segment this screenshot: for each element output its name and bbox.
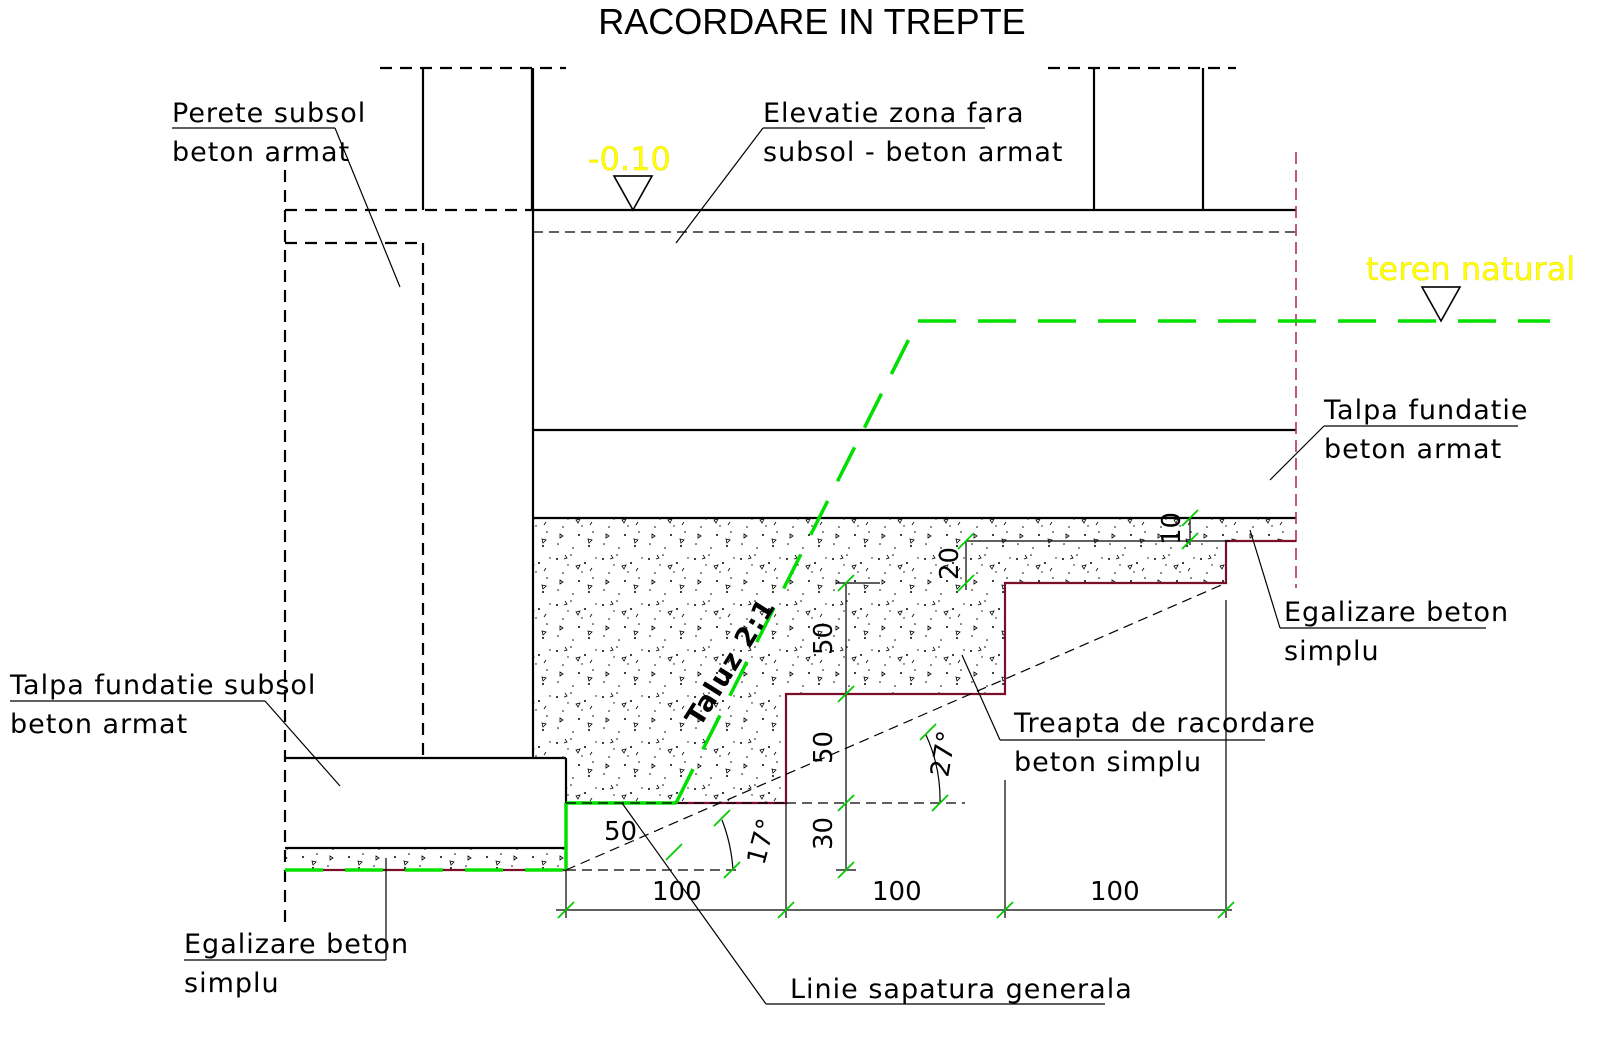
label-basement-footing-2: beton armat: [10, 709, 188, 740]
label-leveling-left-2: simplu: [184, 968, 280, 999]
angle-27-arc: [925, 734, 941, 804]
dim-100-b: 100: [872, 877, 922, 907]
step-outline: [566, 539, 1296, 805]
terrain-level-text: teren natural: [1366, 250, 1575, 288]
label-step-1: Treapta de racordare: [1013, 708, 1316, 739]
dim-30: 30: [809, 817, 839, 850]
label-elevation-1: Elevatie zona fara: [763, 98, 1025, 129]
dim-20: 20: [935, 547, 965, 580]
dim-50-left: 50: [604, 817, 637, 847]
dim-50-lower: 50: [809, 731, 839, 764]
label-elevation-2: subsol - beton armat: [763, 137, 1063, 168]
drawing-title: RACORDARE IN TREPTE: [598, 1, 1025, 42]
dim-100-a: 100: [652, 877, 702, 907]
label-footing-1: Talpa fundatie: [1323, 395, 1528, 426]
label-leveling-right-1: Egalizare beton: [1284, 597, 1509, 628]
level-marker-terrain: [1420, 286, 1462, 323]
dim-50-upper: 50: [809, 622, 839, 655]
dim-100-c: 100: [1090, 877, 1140, 907]
dim-angle-17: 17°: [742, 816, 783, 868]
slope-reference-lines: [565, 582, 1227, 871]
label-basement-footing-1: Talpa fundatie subsol: [9, 670, 316, 701]
label-basement-wall-1: Perete subsol: [172, 98, 366, 129]
top-right-columns: [1048, 66, 1236, 210]
label-step-2: beton simplu: [1014, 747, 1202, 778]
level-marker-elevation: [612, 175, 654, 212]
label-excavation: Linie sapatura generala: [790, 974, 1133, 1005]
dim-10: 10: [1157, 512, 1187, 545]
label-leveling-left-1: Egalizare beton: [184, 929, 409, 960]
foundation-footing: [533, 428, 1296, 520]
dimension-ticks: [557, 509, 1235, 919]
horizontal-dimensions: [556, 600, 1232, 918]
label-basement-wall-2: beton armat: [172, 137, 350, 168]
step-concrete-fill: [533, 518, 1296, 803]
left-leveling-concrete-fill: [285, 848, 566, 870]
basement-footing: [285, 756, 568, 850]
elevation-level-text: -0.10: [588, 140, 671, 178]
top-left-columns: [380, 66, 566, 210]
leader-lines: [10, 127, 1518, 1005]
angle-17-arc: [721, 819, 734, 871]
label-footing-2: beton armat: [1324, 434, 1502, 465]
dim-angle-27: 27°: [925, 729, 963, 780]
elevation-beam: [531, 68, 1296, 758]
label-leveling-right-2: simplu: [1284, 636, 1380, 667]
basement-wall: [283, 150, 533, 930]
